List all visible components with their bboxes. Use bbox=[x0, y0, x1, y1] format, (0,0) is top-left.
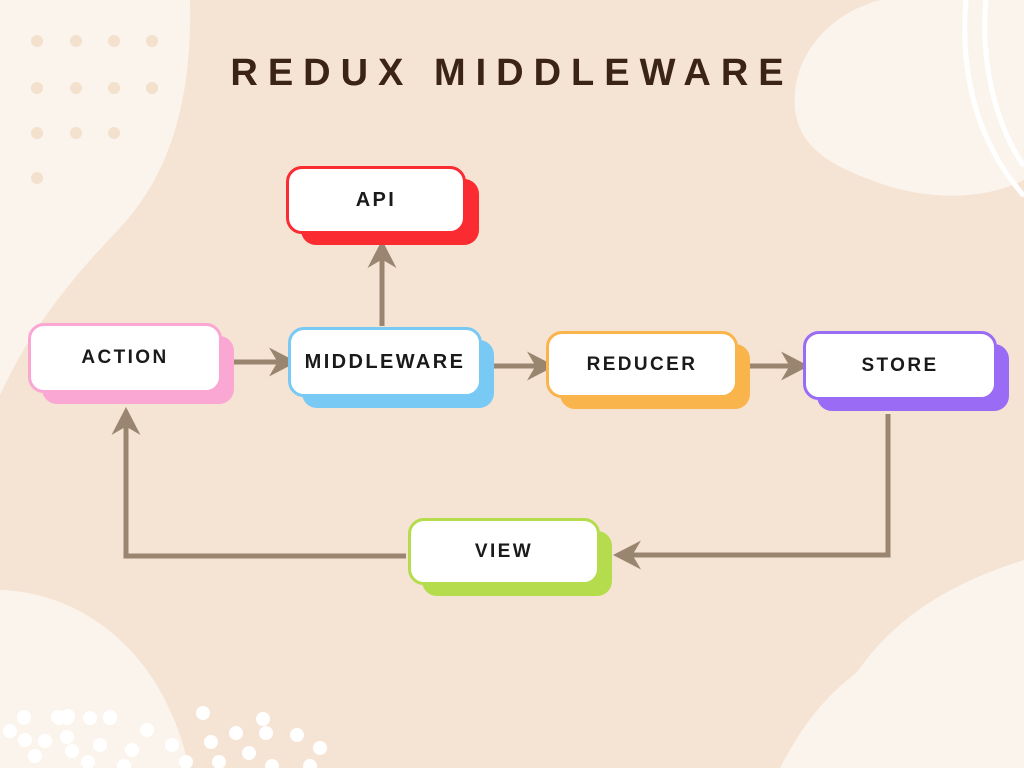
node-api[interactable]: API bbox=[286, 166, 466, 234]
node-store[interactable]: STORE bbox=[803, 331, 997, 400]
node-reducer-label: REDUCER bbox=[586, 353, 698, 375]
node-api-label: API bbox=[355, 188, 397, 211]
blob-bottom-left bbox=[0, 590, 188, 768]
node-reducer[interactable]: REDUCER bbox=[546, 331, 738, 398]
arrow-store-to-view bbox=[612, 414, 891, 570]
arc-outer bbox=[962, 0, 1024, 198]
node-store-label: STORE bbox=[861, 354, 939, 376]
node-action-label: ACTION bbox=[81, 347, 169, 368]
dot-grid-bottom-left bbox=[3, 706, 327, 768]
node-middleware[interactable]: MIDDLEWARE bbox=[288, 327, 482, 397]
dot-grid-top-left bbox=[31, 35, 158, 184]
arrow-view-to-action bbox=[111, 406, 406, 559]
node-middleware-label: MIDDLEWARE bbox=[304, 350, 466, 373]
node-view[interactable]: VIEW bbox=[408, 518, 600, 585]
node-view-label: VIEW bbox=[474, 540, 534, 562]
page-title: REDUX MIDDLEWARE bbox=[230, 52, 794, 94]
blob-bottom-right-extra bbox=[804, 560, 1024, 768]
arc-inner bbox=[982, 0, 1024, 168]
node-action[interactable]: ACTION bbox=[28, 323, 222, 393]
blob-top-left bbox=[0, 0, 191, 395]
